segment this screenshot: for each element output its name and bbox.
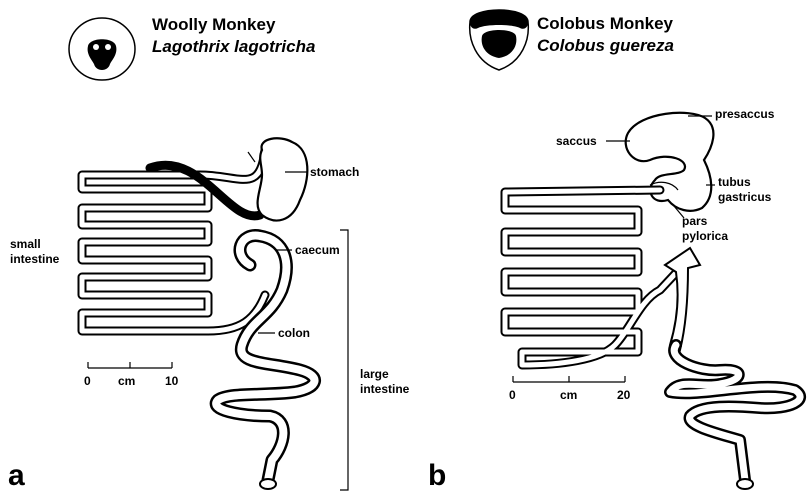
label-saccus: saccus (556, 134, 597, 148)
stomach-a (258, 138, 308, 220)
label-pars-line1: pars (682, 214, 708, 228)
scale-b-tick-20: 20 (617, 388, 631, 402)
label-colon: colon (278, 326, 310, 340)
label-pars-line2: pylorica (682, 229, 728, 243)
large-intestine-bracket (340, 230, 348, 490)
scale-a-tick-0: 0 (84, 374, 91, 388)
label-stomach: stomach (310, 165, 359, 179)
woolly-monkey-name: Woolly Monkey (152, 15, 276, 34)
label-tubus-line2: gastricus (718, 190, 772, 204)
panel-letter-b: b (428, 459, 446, 492)
label-small-intestine-line2: intestine (10, 252, 60, 266)
colobus-monkey-scientific-name: Colobus guereza (537, 36, 674, 55)
large-intestine-b (670, 345, 800, 489)
stomach-b (626, 113, 714, 211)
large-intestine-a (216, 236, 314, 489)
scale-a-unit: cm (118, 374, 135, 388)
woolly-monkey-scientific-name: Lagothrix lagotricha (152, 37, 315, 56)
label-large-intestine-line1: large (360, 367, 389, 381)
scale-b-unit: cm (560, 388, 577, 402)
scale-a-tick-10: 10 (165, 374, 179, 388)
label-tubus-line1: tubus (718, 175, 751, 189)
caecum-b (665, 248, 700, 350)
colobus-monkey-face-icon (470, 10, 529, 70)
scale-bar-a (88, 362, 172, 368)
scale-b-tick-0: 0 (509, 388, 516, 402)
small-intestine-b (505, 190, 688, 365)
panel-letter-a: a (8, 459, 25, 492)
label-caecum: caecum (295, 243, 340, 257)
label-small-intestine-line1: small (10, 237, 41, 251)
colobus-monkey-name: Colobus Monkey (537, 14, 674, 33)
label-large-intestine-line2: intestine (360, 382, 410, 396)
woolly-monkey-face-icon (69, 18, 135, 80)
scale-bar-b (513, 376, 625, 382)
label-presaccus: presaccus (715, 107, 775, 121)
